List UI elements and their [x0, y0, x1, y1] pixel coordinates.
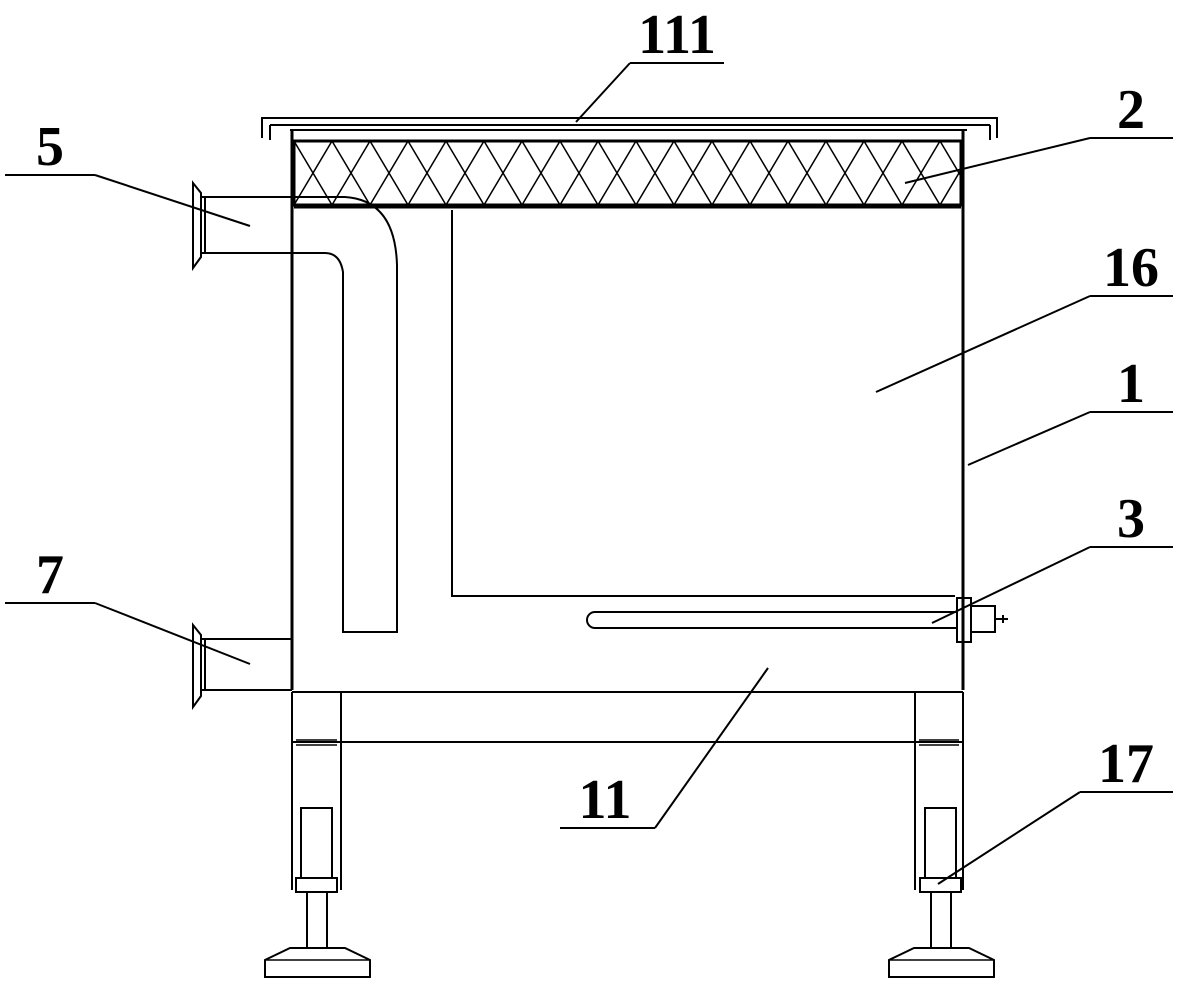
callout-17: 17	[1098, 733, 1154, 795]
callout-111: 111	[638, 4, 716, 66]
filter-layer	[292, 139, 963, 209]
callout-5: 5	[36, 116, 64, 178]
callout-1: 1	[1117, 353, 1145, 415]
inner-chamber	[451, 210, 955, 597]
left-foot	[264, 807, 371, 978]
callout-16: 16	[1103, 237, 1159, 299]
callout-2: 2	[1117, 79, 1145, 141]
heater	[586, 597, 1008, 643]
callout-3: 3	[1117, 488, 1145, 550]
callout-labels: 111 2 5 16 1 3 7 11 17	[36, 4, 1159, 831]
tank-body	[290, 129, 967, 693]
outlet-pipe	[192, 622, 292, 711]
right-foot	[888, 807, 995, 978]
callout-7: 7	[36, 544, 64, 606]
base-frame	[291, 692, 964, 890]
leader-lines	[5, 62, 1173, 885]
callout-11: 11	[579, 769, 632, 831]
inlet-pipe	[192, 180, 398, 633]
